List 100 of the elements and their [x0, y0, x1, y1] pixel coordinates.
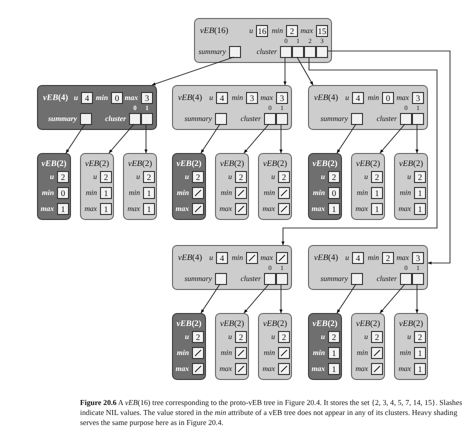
value-cell: 1: [414, 347, 426, 359]
record-box: [394, 313, 428, 380]
value-cell: 2: [414, 171, 426, 183]
pointer-slot: [264, 273, 276, 285]
value-cell: 1: [371, 203, 383, 215]
record-title: vEB(2): [175, 318, 203, 328]
value-cell: 2: [192, 331, 204, 343]
pointer-arrow: [326, 50, 450, 265]
nil-slot: [371, 347, 383, 359]
value-cell: 4: [352, 92, 364, 104]
value-cell: 3: [276, 92, 288, 104]
record-title: vEB(4): [43, 92, 68, 102]
value-cell: 0: [382, 92, 394, 104]
pointer-arrow: [296, 56, 314, 86]
record-title: vEB(2): [175, 158, 203, 168]
value-cell: 2: [371, 331, 383, 343]
pointer-arrow: [279, 124, 283, 154]
record-title: vEB(2): [398, 158, 424, 168]
pointer-arrow: [244, 124, 270, 154]
pointer-arrow: [415, 124, 419, 154]
value-cell: 4: [216, 92, 228, 104]
record-box: [37, 153, 71, 220]
pointer-slot: [400, 273, 412, 285]
pointer-slot: [215, 273, 227, 285]
record-title: vEB(16): [200, 25, 228, 35]
value-cell: 1: [371, 187, 383, 199]
nil-slot: [192, 203, 204, 215]
pointer-slot: [141, 113, 153, 125]
pointer-slot: [351, 113, 363, 125]
pointer-arrow: [336, 284, 356, 314]
pointer-slot: [80, 113, 92, 125]
record-box: [194, 18, 332, 63]
record-box: [37, 85, 157, 130]
record-box: [172, 153, 206, 220]
pointer-arrow: [281, 56, 438, 246]
record-title: vEB(2): [84, 158, 110, 168]
record-title: vEB(2): [354, 318, 382, 328]
record-box: [308, 153, 342, 220]
pointer-slot: [304, 46, 316, 58]
record-title: vEB(2): [218, 158, 246, 168]
pointer-slot: [292, 46, 304, 58]
value-cell: 1: [143, 187, 155, 199]
pointer-arrow: [200, 284, 220, 314]
record-title: vEB(2): [262, 158, 288, 168]
pointer-arrow: [200, 124, 220, 154]
pointer-arrow: [279, 284, 283, 314]
value-cell: 3: [246, 92, 258, 104]
record-box: [258, 153, 292, 220]
pointer-slot: [412, 113, 424, 125]
value-cell: 2: [278, 331, 290, 343]
value-cell: 1: [100, 187, 112, 199]
value-cell: 2: [192, 171, 204, 183]
value-cell: 16: [256, 25, 268, 37]
pointer-slot: [276, 273, 288, 285]
record-box: [215, 313, 249, 380]
value-cell: 2: [328, 171, 340, 183]
pointer-slot: [351, 273, 363, 285]
value-cell: 3: [412, 92, 424, 104]
record-title: vEB(2): [218, 318, 246, 328]
nil-slot: [246, 252, 258, 264]
pointer-slot: [400, 113, 412, 125]
value-cell: 3: [412, 252, 424, 264]
pointer-arrow: [152, 56, 234, 86]
value-cell: 2: [286, 25, 298, 37]
record-box: [351, 153, 385, 220]
value-cell: 1: [100, 203, 112, 215]
record-title: vEB(4): [178, 252, 202, 262]
pointer-slot: [215, 113, 227, 125]
pointer-arrow: [244, 284, 270, 314]
record-box: [172, 245, 292, 290]
nil-slot: [278, 203, 290, 215]
record-box: [394, 153, 428, 220]
pointer-arrow: [336, 124, 356, 154]
record-box: [123, 153, 157, 220]
record-title: vEB(2): [311, 158, 339, 168]
record-title: vEB(2): [398, 318, 424, 328]
pointer-arrow: [415, 284, 419, 314]
nil-slot: [278, 363, 290, 375]
value-cell: 0: [328, 187, 340, 199]
value-cell: 0: [111, 92, 123, 104]
pointer-arrow: [66, 124, 86, 154]
pointer-slot: [229, 46, 241, 58]
pointer-slot: [129, 113, 141, 125]
value-cell: 2: [328, 331, 340, 343]
pointer-slot: [276, 113, 288, 125]
value-cell: 4: [81, 92, 93, 104]
nil-slot: [235, 363, 247, 375]
pointer-arrow: [380, 284, 406, 314]
record-title: vEB(4): [314, 92, 338, 102]
nil-slot: [192, 363, 204, 375]
nil-slot: [276, 252, 288, 264]
record-box: [80, 153, 114, 220]
pointer-slot: [316, 46, 328, 58]
value-cell: 1: [414, 363, 426, 375]
nil-slot: [235, 203, 247, 215]
value-cell: 2: [57, 171, 69, 183]
value-cell: 3: [141, 92, 153, 104]
record-title: vEB(2): [354, 158, 382, 168]
value-cell: 4: [216, 252, 228, 264]
record-box: [172, 85, 292, 130]
